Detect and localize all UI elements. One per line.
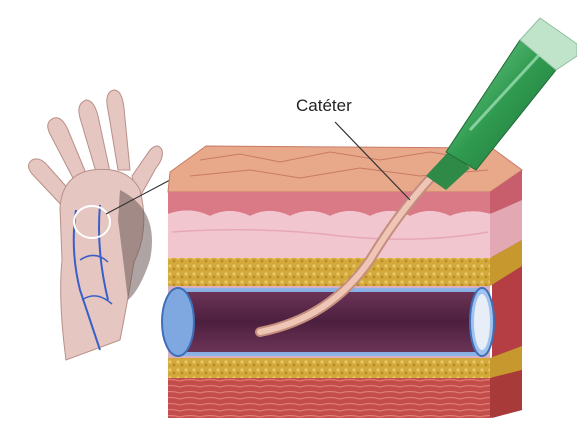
fat-layer xyxy=(168,258,490,286)
tissue-block xyxy=(162,146,522,418)
muscle-layer xyxy=(168,378,490,418)
catheter-label: Catéter xyxy=(296,96,352,116)
hand-illustration xyxy=(28,90,170,360)
epidermis-layer xyxy=(168,192,490,216)
